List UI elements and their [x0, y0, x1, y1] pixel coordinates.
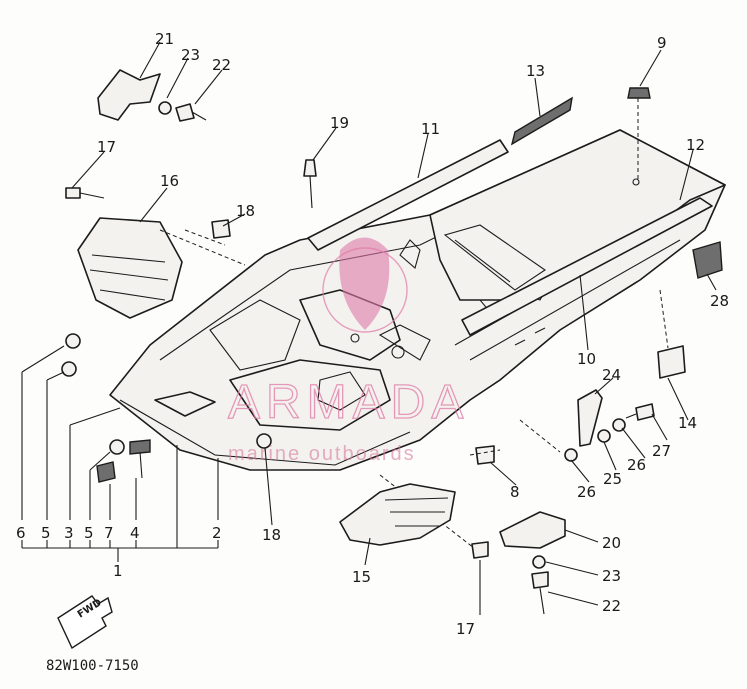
callout-23-bottom: 23: [602, 567, 621, 585]
callout-22-bottom: 22: [602, 597, 621, 615]
callout-5-left: 5: [41, 524, 51, 542]
watermark-brand: ARMADA: [228, 376, 469, 429]
part-24-lever: [577, 389, 603, 447]
callout-27: 27: [652, 442, 671, 460]
part-13-decal: [510, 96, 573, 146]
callout-16: 16: [160, 172, 179, 190]
part-9-cap: [627, 87, 651, 180]
callout-17-top: 17: [97, 138, 116, 156]
callout-17-bottom: 17: [456, 620, 475, 638]
callout-13: 13: [526, 62, 545, 80]
callout-18-top: 18: [236, 202, 255, 220]
callout-20: 20: [602, 534, 621, 552]
part-20-guard: [499, 511, 566, 549]
part-11-decal: [307, 139, 509, 251]
part-21-bracket: [97, 69, 161, 121]
callout-14: 14: [678, 414, 697, 432]
callout-19: 19: [330, 114, 349, 132]
leader-lines: [21, 41, 717, 615]
part-15-cover: [339, 483, 456, 546]
callout-3: 3: [64, 524, 74, 542]
callout-11: 11: [421, 120, 440, 138]
callout-6: 6: [16, 524, 26, 542]
part-28-grille: [692, 241, 723, 279]
part-16-cover: [77, 217, 246, 319]
part-14-plate: [657, 345, 686, 379]
watermark-tagline: marine outboards: [228, 443, 416, 465]
callout-26-left: 26: [577, 483, 596, 501]
callout-25: 25: [603, 470, 622, 488]
callout-labels: 21 23 22 9 13 11 19 12 17 16 18 28 10 24…: [16, 30, 729, 638]
callout-4: 4: [130, 524, 140, 542]
reference-code: 82W100-7150: [46, 658, 139, 674]
callout-23: 23: [181, 46, 200, 64]
fasteners: [61, 101, 655, 615]
watermark: ARMADA marine outboards: [227, 237, 469, 465]
callout-22: 22: [212, 56, 231, 74]
callout-10: 10: [577, 350, 596, 368]
part-10-side-strip: [461, 197, 713, 336]
callout-26-right: 26: [627, 456, 646, 474]
callout-15: 15: [352, 568, 371, 586]
callout-12: 12: [686, 136, 705, 154]
callout-28: 28: [710, 292, 729, 310]
callout-7: 7: [104, 524, 114, 542]
callout-1: 1: [113, 562, 123, 580]
callout-8: 8: [510, 483, 520, 501]
callout-9: 9: [657, 34, 667, 52]
callout-2: 2: [212, 524, 222, 542]
callout-18-bottom: 18: [262, 526, 281, 544]
callout-5-right: 5: [84, 524, 94, 542]
callout-21: 21: [155, 30, 174, 48]
forward-arrow-icon: FWD: [57, 595, 113, 650]
callout-24: 24: [602, 366, 621, 384]
